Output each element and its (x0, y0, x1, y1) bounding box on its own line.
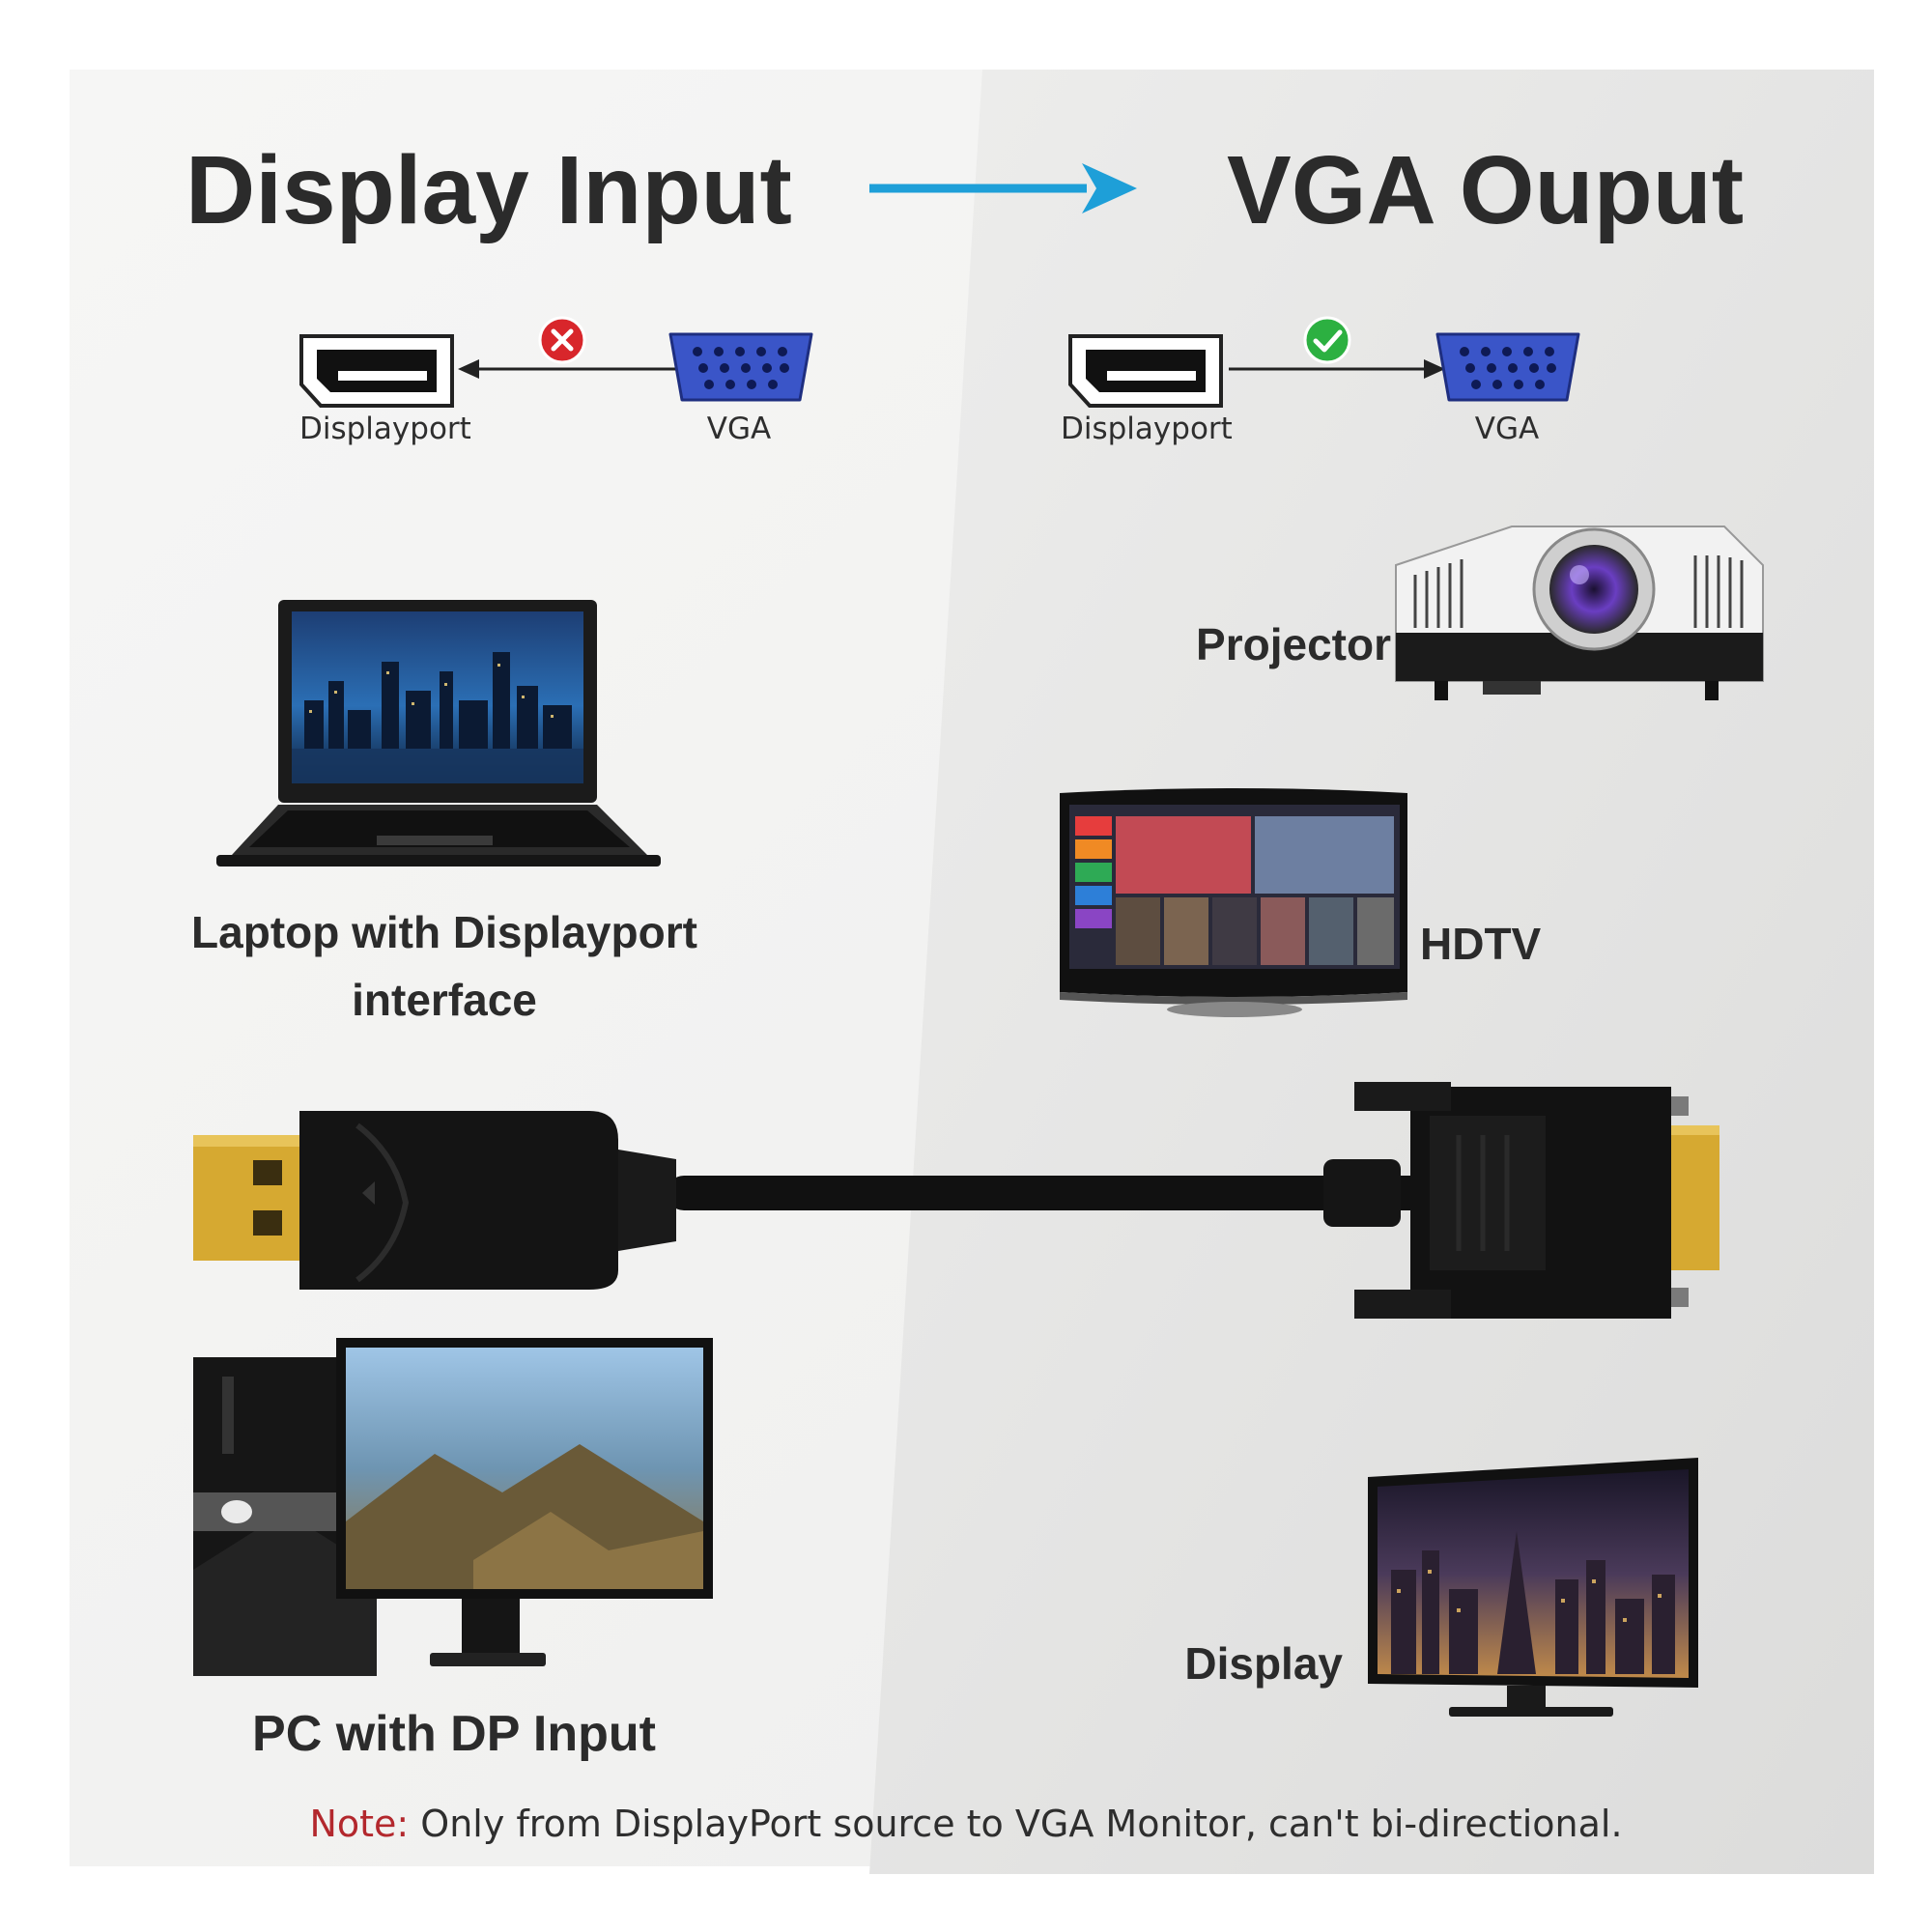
label-projector: Projector (1196, 619, 1391, 669)
laptop-image (216, 600, 661, 867)
display-image (1368, 1458, 1698, 1717)
displayport-port-icon (1068, 334, 1223, 408)
label-displayport-left: Displayport (299, 412, 471, 446)
displayport-port-icon (299, 334, 454, 408)
vga-port-icon (1435, 332, 1580, 402)
note-label: Note: (309, 1803, 410, 1845)
heading-vga-output: VGA Ouput (1227, 136, 1745, 244)
label-pc: PC with DP Input (252, 1706, 656, 1762)
dp-to-vga-cable-image (193, 1082, 1719, 1319)
vga-port-icon (668, 332, 813, 402)
check-icon (1303, 316, 1351, 364)
label-display: Display (1184, 1638, 1343, 1689)
label-vga-right: VGA (1474, 412, 1540, 446)
cross-icon (538, 316, 586, 364)
direction-arrow (869, 163, 1137, 213)
arrow-to-dp-icon (458, 359, 678, 379)
note: Note: Only from DisplayPort source to VG… (0, 1803, 1932, 1845)
note-text: Only from DisplayPort source to VGA Moni… (409, 1803, 1623, 1845)
heading-display-input: Display Input (185, 136, 792, 244)
projector-image (1395, 526, 1764, 700)
label-vga-left: VGA (706, 412, 772, 446)
label-laptop: Laptop with Displayport interface (191, 907, 697, 1025)
hdtv-image (1060, 788, 1407, 1017)
label-displayport-right: Displayport (1061, 412, 1233, 446)
pc-monitor-image (193, 1338, 713, 1676)
arrow-to-vga-icon (1229, 359, 1445, 379)
label-hdtv: HDTV (1420, 919, 1542, 969)
